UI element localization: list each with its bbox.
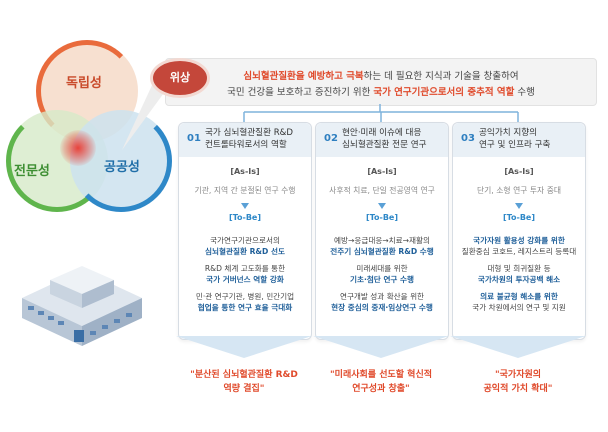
banner-highlight-1: 심뇌혈관질환을 예방하고 극복 <box>243 71 364 82</box>
venn-center-glow <box>60 130 96 166</box>
to-be-label: [To-Be] <box>228 213 262 222</box>
to-be-line: 심뇌혈관질환 R&D 선도 <box>205 247 285 256</box>
venn-diagram: 독립성 전문성 공공성 <box>0 0 180 230</box>
to-be-line: 국가자원 활용성 강화를 위한 <box>473 236 565 245</box>
banner-line-1: 심뇌혈관질환을 예방하고 극복하는 데 필요한 지식과 기술을 창출하여 <box>166 68 596 82</box>
as-is-text: 기관, 지역 간 분절된 연구 수행 <box>194 186 296 195</box>
strategy-column-3: 03 공익가치 지향의 연구 및 인프라 구축 [As-Is] 단기, 소형 연… <box>452 122 586 340</box>
column-header: 03 공익가치 지향의 연구 및 인프라 구축 <box>453 123 585 157</box>
to-be-line: 의료 불균형 해소를 위한 <box>480 292 558 301</box>
column-title: 현안·미래 이슈에 대응 심뇌혈관질환 전문 연구 <box>342 127 446 151</box>
arrow-down-icon <box>378 203 386 209</box>
status-badge: 위상 <box>150 58 210 98</box>
column-title-line: 현안·미래 이슈에 대응 <box>342 128 422 138</box>
outcome-text-1: "분산된 심뇌혈관질환 R&D 역량 결집" <box>159 368 329 396</box>
column-title-line: 연구 및 인프라 구축 <box>479 140 551 150</box>
to-be-line: 연구개발 성과 확산을 위한 <box>339 292 425 301</box>
strategy-column-1: 01 국가 심뇌혈관질환 R&D 컨트롤타워로서의 역할 [As-Is] 기관,… <box>178 122 312 340</box>
to-be-line: 질환중심 코호트, 레지스트리 등록대 <box>461 247 577 256</box>
arrow-down-icon <box>515 203 523 209</box>
to-be-line: 기초·첨단 연구 수행 <box>349 275 415 284</box>
column-title-line: 컨트롤타워로서의 역할 <box>205 140 287 150</box>
column-title-line: 공익가치 지향의 <box>479 128 538 138</box>
chevron-down-icon <box>450 336 586 358</box>
as-is-text: 사후적 치료, 단일 전공영역 연구 <box>329 186 435 195</box>
to-be-line: 예방→응급대응→치료→재활의 <box>334 236 430 245</box>
to-be-line: 현장 중심의 중재·임상연구 수행 <box>331 303 433 312</box>
outcome-line: "미래사회를 선도할 혁신적 <box>329 370 433 380</box>
column-title: 공익가치 지향의 연구 및 인프라 구축 <box>479 127 583 151</box>
as-is-label: [As-Is] <box>367 167 397 176</box>
to-be-line: 전주기 심뇌혈관질환 R&D 수행 <box>330 247 434 256</box>
banner-text-2: 국민 건강을 보호하고 증진하기 위한 <box>227 87 374 98</box>
column-title-line: 심뇌혈관질환 전문 연구 <box>342 140 427 150</box>
to-be-line: 국가 거버넌스 역할 강화 <box>206 275 284 284</box>
outcome-line: "국가자원의 <box>494 370 542 380</box>
outcome-text-3: "국가자원의 공익적 가치 확대" <box>433 368 603 396</box>
column-number: 02 <box>324 133 338 144</box>
outcome-line: 연구성과 창출" <box>352 384 410 394</box>
outcome-line: "분산된 심뇌혈관질환 R&D <box>190 370 298 380</box>
to-be-line: 국가연구기관으로서의 <box>210 236 280 245</box>
outcome-line: 공익적 가치 확대" <box>483 384 553 394</box>
to-be-line: 협업을 통한 연구 효율 극대화 <box>197 303 293 312</box>
to-be-line: 국가 차원에서의 연구 및 지원 <box>472 303 566 312</box>
column-header: 01 국가 심뇌혈관질환 R&D 컨트롤타워로서의 역할 <box>179 123 311 157</box>
column-number: 01 <box>187 133 201 144</box>
venn-label-publicness: 공공성 <box>104 160 140 175</box>
to-be-line: 국가차원의 투자공백 해소 <box>477 275 561 284</box>
to-be-line: 미래세대를 위한 <box>356 264 408 273</box>
as-is-label: [As-Is] <box>230 167 260 176</box>
column-title-line: 국가 심뇌혈관질환 R&D <box>205 128 294 138</box>
chevron-down-icon <box>176 336 312 358</box>
to-be-line: 대형 및 희귀질환 등 <box>487 264 551 273</box>
venn-label-independence: 독립성 <box>66 76 102 91</box>
banner-highlight-2: 국가 연구기관으로서의 중추적 역할 <box>373 87 515 98</box>
strategy-column-2: 02 현안·미래 이슈에 대응 심뇌혈관질환 전문 연구 [As-Is] 사후적… <box>315 122 449 340</box>
outcome-line: 역량 결집" <box>223 384 265 394</box>
column-connectors <box>243 104 519 122</box>
to-be-line: R&D 체계 고도화를 통한 <box>204 264 286 273</box>
as-is-text: 단기, 소형 연구 투자 중대 <box>476 186 562 195</box>
banner-text-3: 수행 <box>514 87 535 98</box>
vision-banner: 심뇌혈관질환을 예방하고 극복하는 데 필요한 지식과 기술을 창출하여 국민 … <box>165 58 597 106</box>
to-be-line: 민·관 연구기관, 병원, 민간기업 <box>195 292 295 301</box>
banner-line-2: 국민 건강을 보호하고 증진하기 위한 국가 연구기관으로서의 중추적 역할 수… <box>166 84 596 98</box>
to-be-label: [To-Be] <box>502 213 536 222</box>
arrow-down-icon <box>241 203 249 209</box>
chevron-down-icon <box>313 336 449 358</box>
column-title: 국가 심뇌혈관질환 R&D 컨트롤타워로서의 역할 <box>205 127 309 151</box>
column-header: 02 현안·미래 이슈에 대응 심뇌혈관질환 전문 연구 <box>316 123 448 157</box>
banner-text-1: 하는 데 필요한 지식과 기술을 창출하여 <box>363 71 519 82</box>
as-is-label: [As-Is] <box>504 167 534 176</box>
to-be-label: [To-Be] <box>365 213 399 222</box>
outcome-text-2: "미래사회를 선도할 혁신적 연구성과 창출" <box>296 368 466 396</box>
column-number: 03 <box>461 133 475 144</box>
building-icon <box>22 266 142 346</box>
venn-label-expertise: 전문성 <box>14 164 50 179</box>
